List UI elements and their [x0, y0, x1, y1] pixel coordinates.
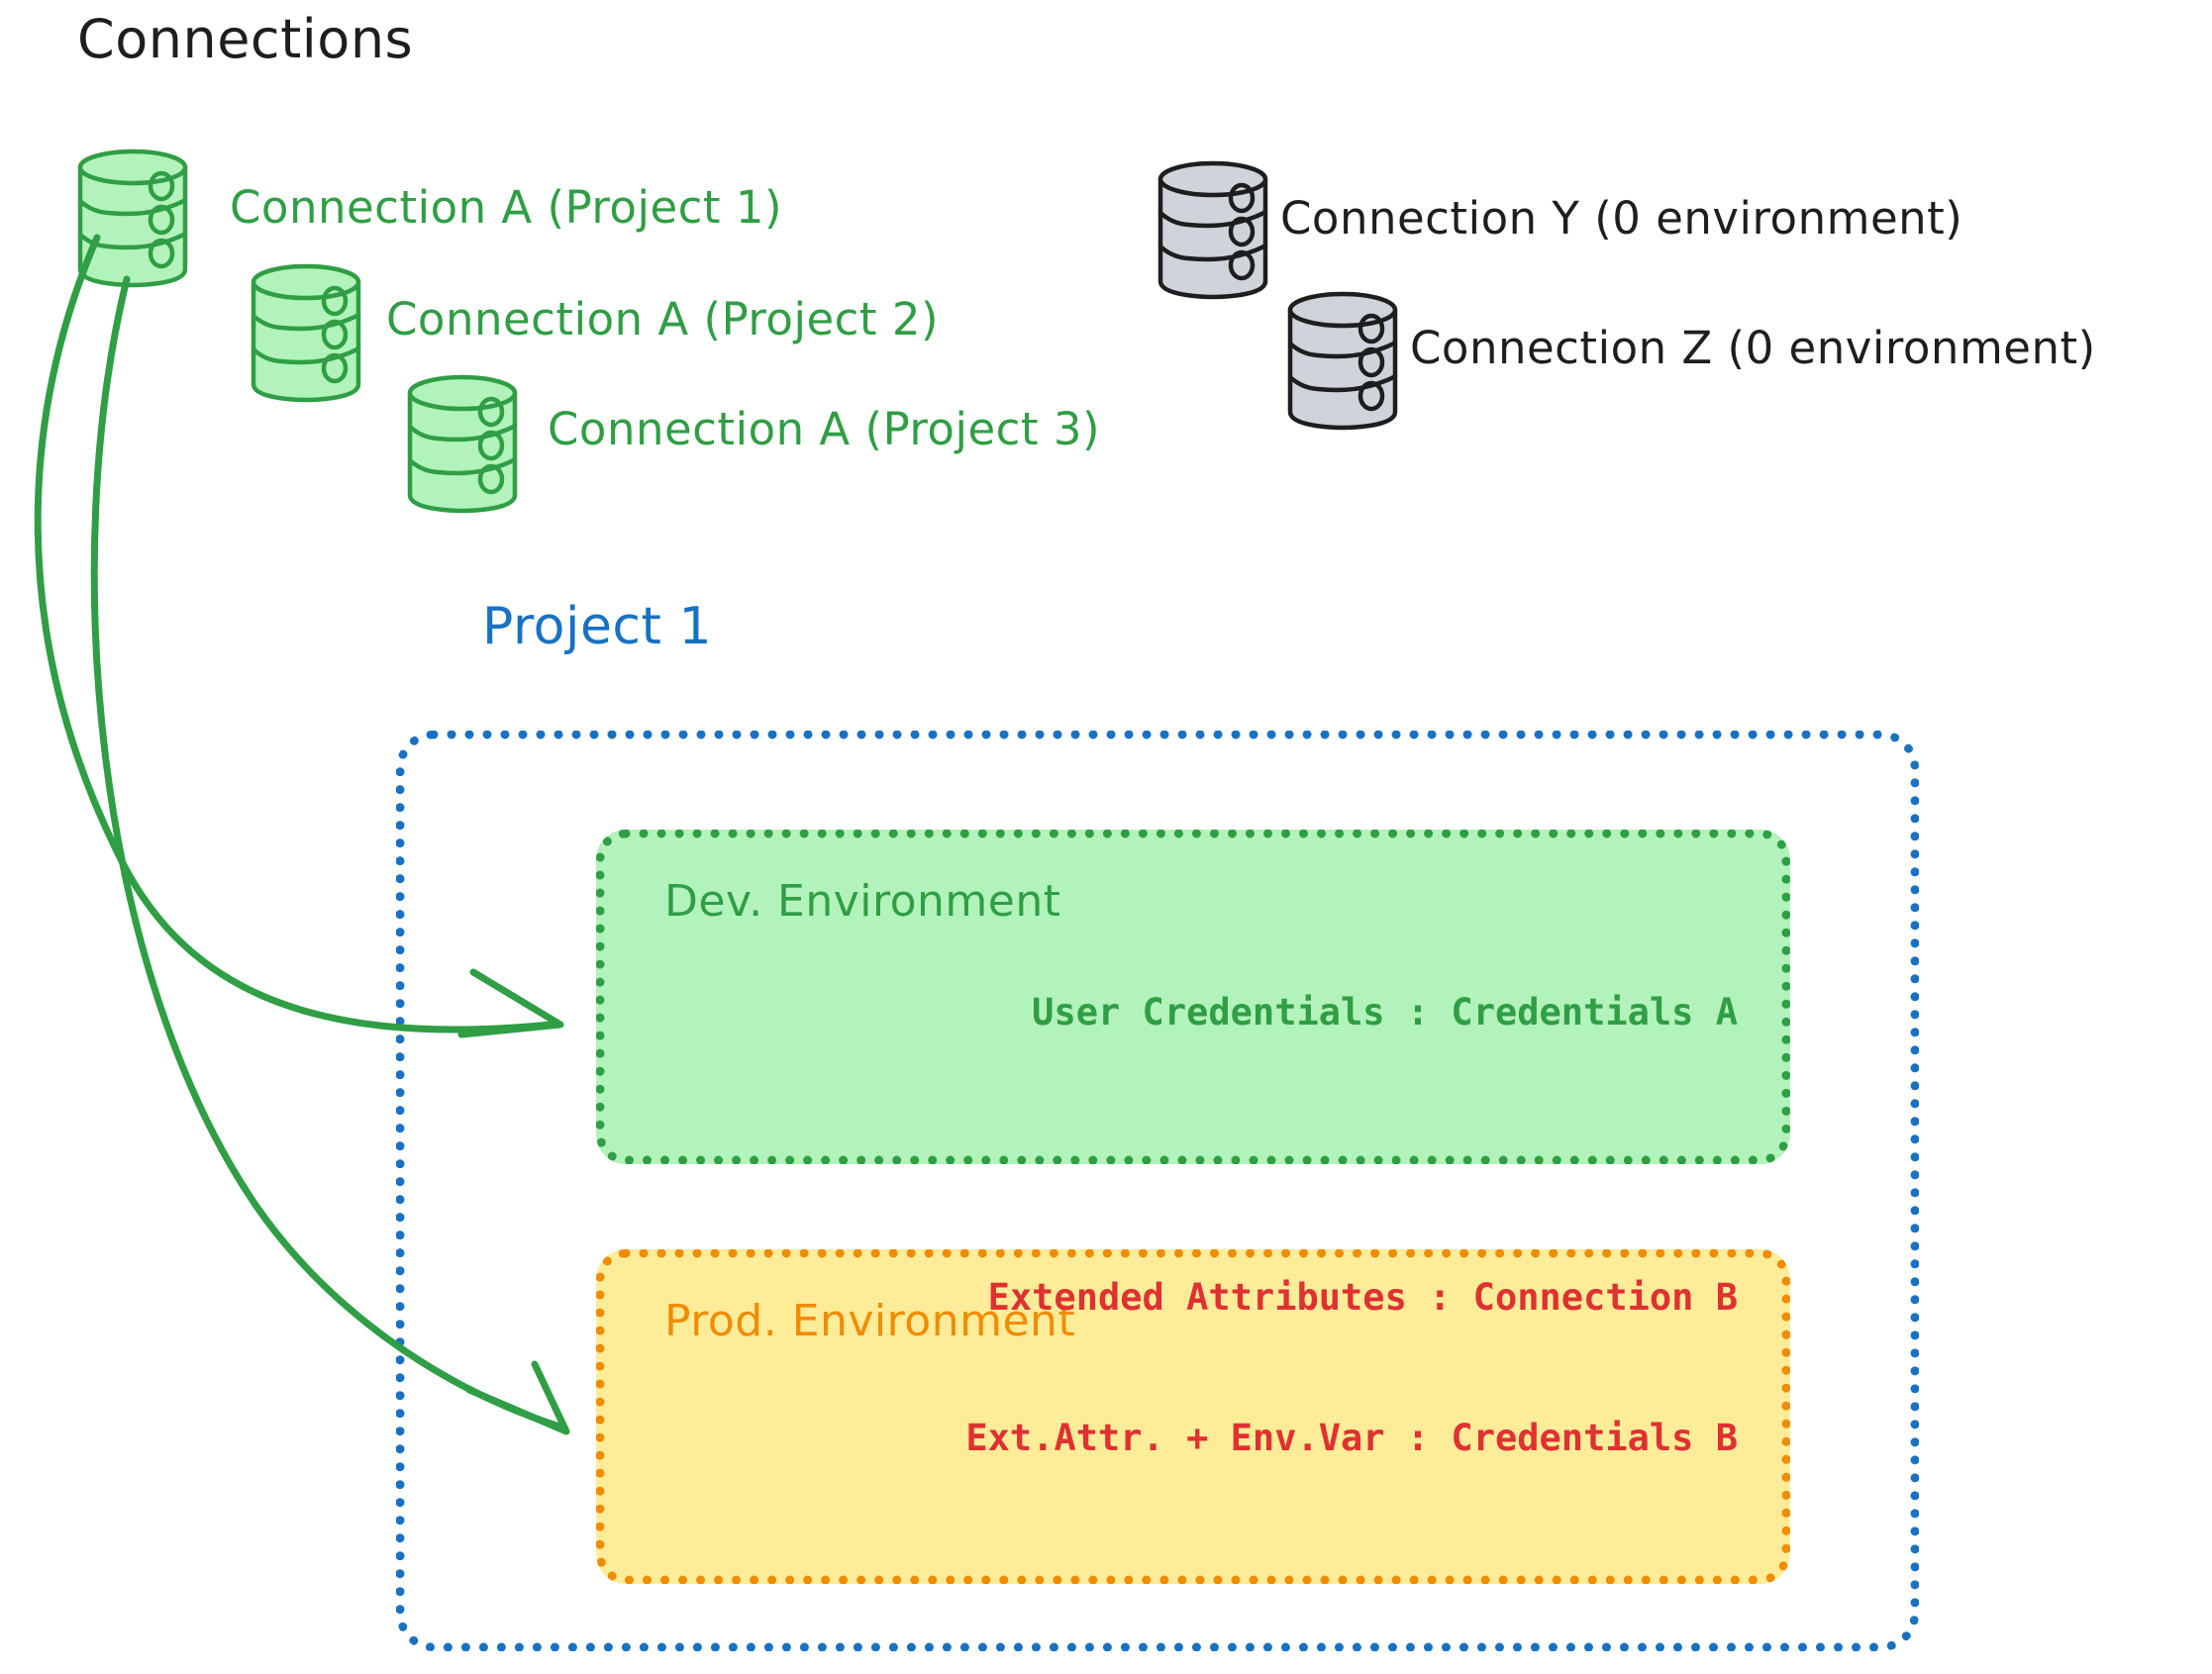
connection-label-conn-a-p1: Connection A (Project 1) [230, 181, 783, 234]
prod-detail-line: Ext.Attr. + Env.Var : Credentials B [965, 1416, 1738, 1459]
connection-label-conn-y: Connection Y (0 environment) [1280, 192, 1963, 245]
database-icon-conn-a-p1[interactable] [74, 147, 191, 290]
database-icon-conn-y[interactable] [1155, 158, 1271, 302]
database-icon-conn-z[interactable] [1284, 289, 1401, 433]
prod-environment-box: Prod. Environment Extended Attributes : … [596, 1249, 1790, 1584]
prod-detail-line: Extended Attributes : Connection B [987, 1275, 1738, 1319]
dev-environment-details: User Credentials : Credentials A [1032, 895, 1738, 1130]
connection-label-conn-a-p2: Connection A (Project 2) [386, 293, 940, 345]
dev-environment-title: Dev. Environment [664, 876, 1061, 927]
project-title: Project 1 [482, 597, 713, 656]
prod-environment-details: Extended Attributes : Connection B Ext.A… [965, 1180, 1738, 1555]
dev-detail-line: User Credentials : Credentials A [1032, 990, 1738, 1034]
prod-environment-title: Prod. Environment [664, 1296, 1076, 1346]
database-icon-conn-a-p2[interactable] [248, 261, 364, 405]
page-title: Connections [77, 8, 414, 70]
connection-label-conn-z: Connection Z (0 environment) [1410, 322, 2096, 374]
connection-label-conn-a-p3: Connection A (Project 3) [548, 403, 1101, 455]
database-icon-conn-a-p3[interactable] [404, 372, 521, 516]
dev-environment-box: Dev. Environment User Credentials : Cred… [596, 830, 1790, 1164]
